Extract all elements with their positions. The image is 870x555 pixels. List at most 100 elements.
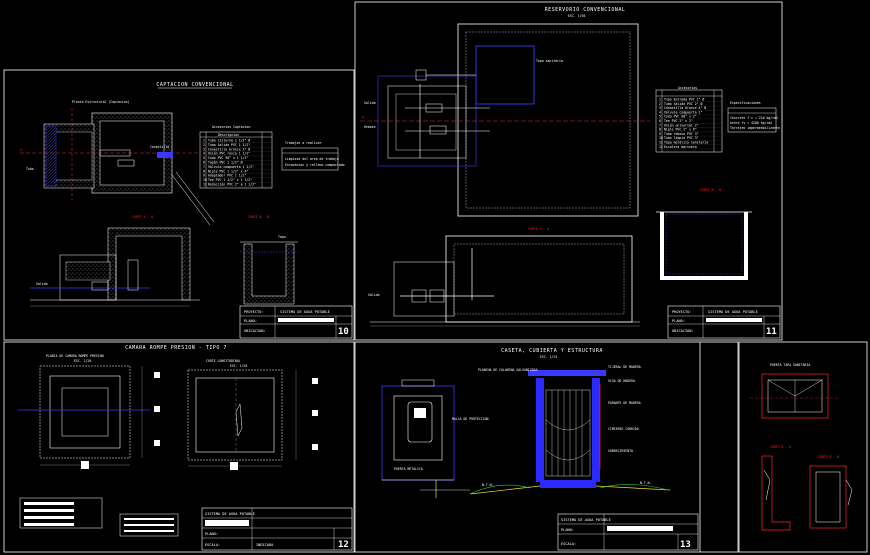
callout-label: PARANTE DE MADERA [608, 401, 641, 405]
accessory-item: Niple PVC 1 1/2" x 4" [208, 169, 248, 173]
svg-text:PUERTA TAPA SANITARIA: PUERTA TAPA SANITARIA [770, 363, 810, 367]
accessory-index: 6 [203, 161, 205, 165]
caseta-title-block: SISTEMA DE AGUA POTABLE PLANO: ESCALA: 1… [557, 513, 699, 551]
svg-text:SISTEMA DE AGUA POTABLE: SISTEMA DE AGUA POTABLE [561, 518, 611, 522]
tapa-plan [750, 373, 840, 419]
svg-text:Salida: Salida [36, 282, 48, 286]
sheet-number: 12 [338, 540, 349, 550]
tapa-section-b [809, 465, 853, 529]
accessory-item: Tubo Cisterna 1 1/2" Ø [208, 138, 250, 143]
reservorio-plan: A Salida Rebose Tapa sanitaria [360, 23, 650, 217]
svg-text:CORTE B - B: CORTE B - B [818, 455, 839, 459]
svg-text:Salida: Salida [364, 101, 376, 105]
sheet-captacion: CAPTACION CONVENCIONAL Planta Estructura… [20, 82, 353, 339]
caseta-elevation [381, 379, 470, 498]
svg-text:Tapa: Tapa [278, 235, 286, 239]
svg-text:Acero fy = 4200 kg/cm2: Acero fy = 4200 kg/cm2 [730, 121, 772, 125]
accessory-index: 4 [203, 152, 205, 156]
svg-text:ESCALA:: ESCALA: [205, 543, 220, 547]
svg-text:ESC. 1/20: ESC. 1/20 [230, 364, 247, 368]
caseta-section: N.T.N. N.T.N. [469, 370, 671, 495]
svg-text:PROYECTO:: PROYECTO: [672, 310, 691, 314]
accessory-index: 10 [203, 178, 207, 182]
svg-text:INDICADA: INDICADA [256, 543, 274, 547]
accessory-index: 7 [659, 123, 661, 127]
accessory-item: Codo PVC 90° x 1 1/2" [208, 156, 248, 160]
reservorio-notes: Especificaciones Concreto f'c = 210 kg/c… [727, 101, 780, 133]
accessory-index: 5 [203, 156, 205, 160]
svg-text:CORTE A - A: CORTE A - A [770, 445, 791, 449]
svg-text:ESC. 1/25: ESC. 1/25 [540, 355, 557, 359]
accessory-item: Tubo Salida PVC 2" Ø [664, 101, 702, 106]
svg-text:Accesorios: Accesorios [678, 86, 697, 90]
svg-text:Tarrajeo impermeabilizante: Tarrajeo impermeabilizante [730, 126, 780, 130]
accessory-item: Unión universal 2" [664, 123, 699, 127]
sheet-title: CASETA, CUBIERTA Y ESTRUCTURA [501, 348, 603, 354]
svg-text:CORTE A - A: CORTE A - A [528, 227, 549, 231]
accessory-item: Tapa metálica sanitaria [664, 141, 708, 145]
accessory-item: Tee PVC 1 1/2" x 1 1/2" [208, 178, 252, 182]
accessory-index: 11 [659, 141, 663, 145]
svg-text:Limpieza del area de trabajo: Limpieza del area de trabajo [285, 157, 339, 161]
accessory-index: 8 [203, 169, 205, 173]
sheet-number: 13 [680, 540, 691, 550]
svg-text:PLANO:: PLANO: [672, 319, 685, 323]
svg-text:CORTE A - A: CORTE A - A [132, 215, 153, 219]
svg-text:CORTE B - B: CORTE B - B [248, 215, 269, 219]
callout-label: SOBRECIMIENTO [608, 449, 633, 453]
svg-text:Salida: Salida [368, 293, 380, 297]
accessory-index: 10 [659, 136, 663, 140]
svg-text:Excavacion y relleno compactad: Excavacion y relleno compactado [285, 163, 345, 167]
svg-text:Canastilla: Canastilla [150, 145, 169, 149]
accessory-item: Codo PVC 90° x 2" [664, 115, 697, 119]
accessory-index: 1 [203, 139, 205, 143]
sheet-reservorio: RESERVORIO CONVENCIONAL ESC. 1/50 A Sali… [360, 7, 781, 339]
accessory-index: 8 [659, 128, 661, 132]
svg-text:PLANO:: PLANO: [205, 532, 218, 536]
accessory-index: 3 [203, 147, 205, 151]
captacion-section-b: CORTE B - B Tapa [240, 215, 298, 305]
svg-text:N.T.N.: N.T.N. [482, 483, 494, 487]
svg-text:UBICACION:: UBICACION: [672, 329, 694, 333]
svg-text:ESC. 1/20: ESC. 1/20 [74, 359, 91, 363]
svg-text:Tapa sanitaria: Tapa sanitaria [536, 59, 563, 63]
accessory-index: 2 [203, 143, 205, 147]
svg-text:SISTEMA DE AGUA POTABLE: SISTEMA DE AGUA POTABLE [205, 512, 255, 516]
captacion-notes: Trabajos a realizar Limpieza del area de… [281, 141, 345, 171]
sheet-number: 10 [338, 327, 349, 337]
svg-text:Trabajos a realizar: Trabajos a realizar [285, 141, 322, 145]
svg-text:A: A [362, 115, 364, 119]
accessory-item: Tubo rebose PVC 3" [664, 132, 699, 136]
plan-label: Planta Estructural (Captacion) [72, 100, 130, 104]
svg-text:Concreto f'c = 210 kg/cm2: Concreto f'c = 210 kg/cm2 [730, 116, 778, 120]
accessory-item: Tubo Salida PVC 1 1/2" [208, 143, 250, 147]
sheet-camara: CAMARA ROMPE PRESION - TIPO 7 PLANTA DE … [18, 345, 353, 551]
accessory-index: 12 [659, 145, 663, 149]
accessory-item: Tapón PVC 1 1/2" Ø [208, 160, 243, 165]
accessory-item: Válvula compuerta 2" [664, 110, 702, 114]
callout-label: PUERTA METALICA [394, 467, 423, 471]
captacion-title-block: PROYECTO: PLANO: UBICACION: SISTEMA DE A… [239, 305, 353, 339]
camara-plan [18, 365, 160, 469]
svg-text:PLANO:: PLANO: [561, 528, 574, 532]
accessory-index: 9 [203, 174, 205, 178]
svg-text:CORTE LONGITUDINAL: CORTE LONGITUDINAL [206, 359, 241, 363]
svg-text:Especificaciones: Especificaciones [730, 101, 761, 105]
captacion-section-a: CORTE A - A Salida [30, 215, 200, 307]
svg-text:ESC. 1/50: ESC. 1/50 [568, 14, 585, 18]
svg-text:Accesorios Captacion: Accesorios Captacion [212, 125, 250, 129]
svg-text:PLANTA DE CAMARA ROMPE PRESION: PLANTA DE CAMARA ROMPE PRESION [46, 354, 104, 358]
accessory-index: 5 [659, 115, 661, 119]
svg-text:Descripcion: Descripcion [218, 133, 239, 137]
captacion-plan: A Tubo Canastilla [20, 108, 215, 226]
svg-text:N.T.N.: N.T.N. [640, 481, 652, 485]
accessory-item: Unión PVC rosca 1 1/2" [208, 152, 250, 156]
callout-label: PLANCHA DE CALAMINA GALVANIZADA [478, 368, 538, 372]
accessory-item: Canastilla bronce 4" Ø [664, 105, 706, 110]
svg-text:A: A [20, 148, 22, 152]
sheet-title: CAPTACION CONVENCIONAL [156, 82, 233, 88]
svg-text:ESCALA:: ESCALA: [561, 542, 576, 546]
accessory-index: 1 [659, 98, 661, 102]
